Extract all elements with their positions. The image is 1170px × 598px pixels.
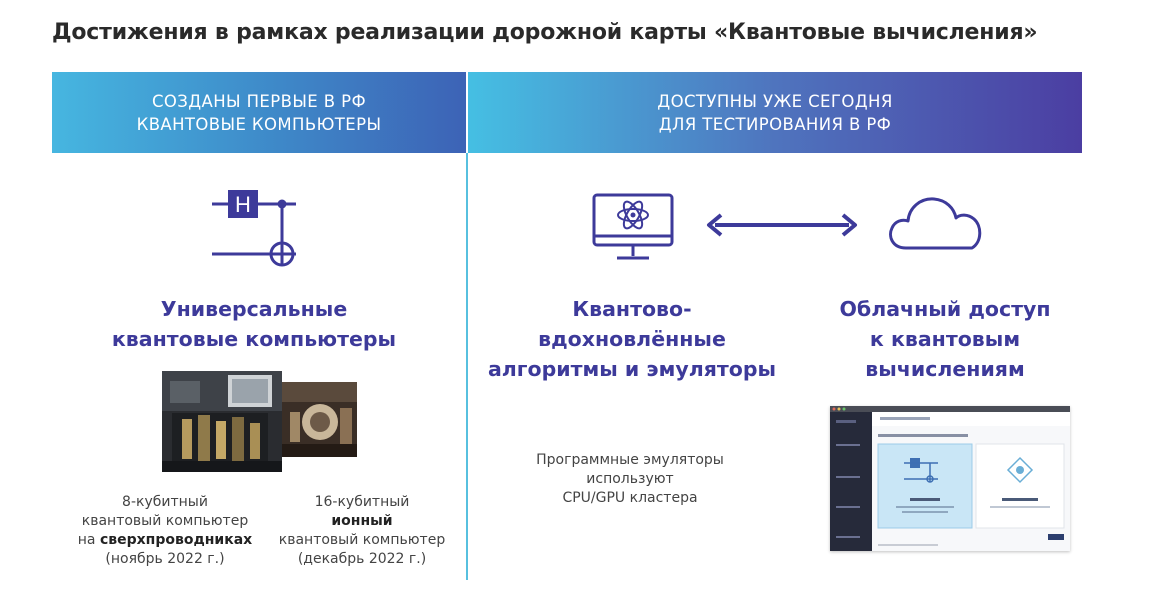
emulators-note: Программные эмуляторы используют CPU/GPU… [510,451,750,508]
quantum-circuit-icon: H [208,182,304,276]
universal-computers-heading: Универсальные квантовые компьютеры [90,294,418,354]
emulators-line3: CPU/GPU кластера [562,490,698,506]
computer8-line1: 8-кубитный [122,494,208,510]
cloud-platform-screenshot [830,406,1070,551]
banner-available-today: ДОСТУПНЫ УЖЕ СЕГОДНЯ ДЛЯ ТЕСТИРОВАНИЯ В … [468,72,1082,153]
banner-quantum-computers: СОЗДАНЫ ПЕРВЫЕ В РФ КВАНТОВЫЕ КОМПЬЮТЕРЫ [52,72,466,153]
cloud-access-heading: Облачный доступ к квантовым вычислениям [820,294,1070,384]
computer8-line3-bold: сверхпроводниках [99,532,253,548]
banner-left-line2: КВАНТОВЫЕ КОМПЬЮТЕРЫ [136,114,382,134]
gate-h-label: H [235,192,251,217]
banner-left-line1: СОЗДАНЫ ПЕРВЫЕ В РФ [151,91,367,111]
algorithms-line3: алгоритмы и эмуляторы [487,357,777,381]
cloud-line1: Облачный доступ [839,297,1051,321]
page-title: Достижения в рамках реализации дорожной … [52,20,1038,45]
algorithms-line1: Квантово- [572,297,692,321]
computer16-line1: 16-кубитный [314,494,410,510]
ion-computer-caption: 16-кубитный ионный квантовый компьютер (… [262,493,462,569]
banner-right-line1: ДОСТУПНЫ УЖЕ СЕГОДНЯ [657,91,893,111]
universal-line2: квантовые компьютеры [111,327,397,351]
computer16-line3: квантовый компьютер [278,532,446,548]
banner-right-line2: ДЛЯ ТЕСТИРОВАНИЯ В РФ [658,114,892,134]
computer8-line2: квантовый компьютер [81,513,249,529]
cloud-line2: к квантовым [869,327,1021,351]
computer8-line3-pre: на [77,532,100,548]
superconducting-computer-caption: 8-кубитный квантовый компьютер на сверхп… [60,493,270,569]
atom-monitor-icon [590,192,676,268]
algorithms-line2: вдохновлённые [538,327,726,351]
ion-computer-photo [282,382,357,457]
double-arrow-icon [703,210,861,244]
computer16-line4: (декабрь 2022 г.) [297,551,427,567]
superconducting-computer-photo [162,371,282,472]
emulators-line2: используют [586,471,674,487]
cloud-line3: вычислениям [865,357,1025,381]
universal-line1: Универсальные [160,297,348,321]
cloud-icon [884,192,988,258]
computer16-line2-bold: ионный [331,513,393,529]
computer8-line4: (ноябрь 2022 г.) [105,551,225,567]
algorithms-heading: Квантово- вдохновлённые алгоритмы и эмул… [482,294,782,384]
emulators-line1: Программные эмуляторы [536,452,724,468]
section-divider [466,153,468,580]
